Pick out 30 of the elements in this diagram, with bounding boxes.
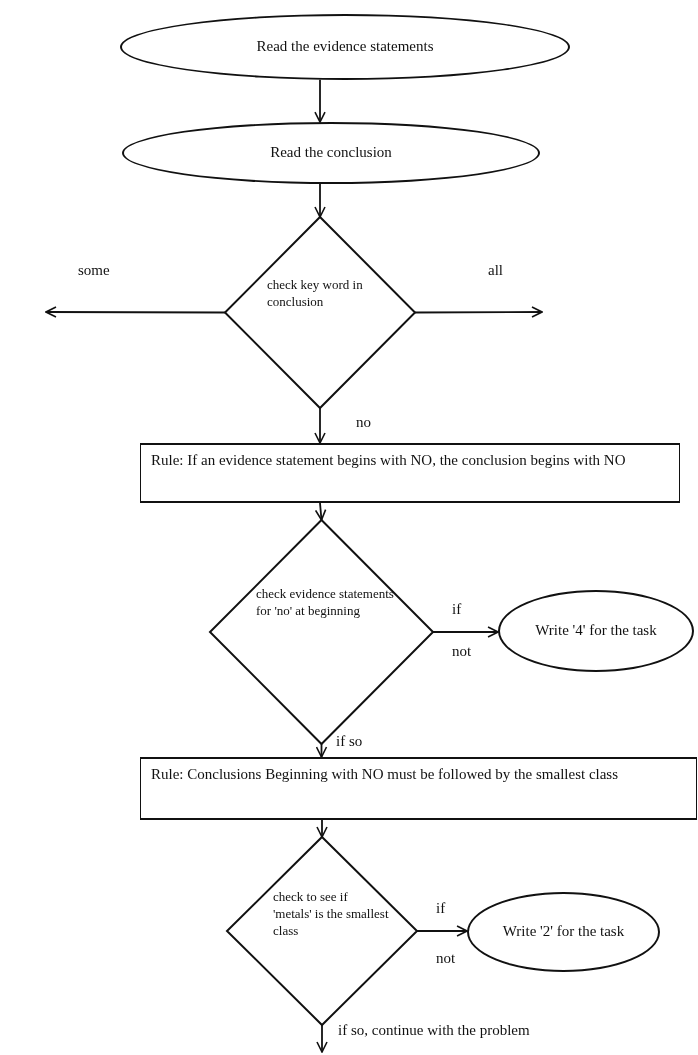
arrow (432, 626, 499, 638)
edge-label: if not (452, 600, 473, 661)
decision-diamond (210, 520, 433, 744)
edge-label: no (356, 414, 371, 431)
edge-label: if so, continue with the problem (338, 1022, 530, 1039)
rule-text: Rule: Conclusions Beginning with NO must be followed by the smallest class (150, 765, 620, 783)
edge-label: if so (336, 733, 363, 750)
decision-text: check evidence statements for 'no' at beginning (256, 586, 395, 620)
arrow (314, 407, 326, 444)
step-text: Write '2' for the task (501, 923, 626, 941)
edge-label: all (488, 262, 503, 279)
arrow (315, 743, 328, 758)
arrow (414, 306, 543, 318)
edge-label: some (78, 262, 110, 279)
step-text: Read the conclusion (269, 144, 393, 162)
step-text: Read the evidence statements (255, 38, 435, 56)
arrow (314, 78, 326, 123)
rule-text: Rule: If an evidence statement begins with NO, the conclusion begins with NO (150, 451, 627, 469)
arrow (314, 502, 327, 521)
arrow (316, 819, 328, 838)
arrow (314, 183, 326, 218)
decision-text: check key word in conclusion (267, 277, 364, 311)
arrow (45, 306, 226, 318)
decision-diamond (225, 217, 415, 408)
decision-text: check to see if 'metals' is the smallest class (273, 889, 389, 940)
arrow (316, 1024, 328, 1053)
arrow (416, 925, 468, 937)
edge-label: if not (436, 899, 457, 968)
step-text: Write '4' for the task (534, 622, 658, 640)
decision-diamond (227, 837, 417, 1025)
